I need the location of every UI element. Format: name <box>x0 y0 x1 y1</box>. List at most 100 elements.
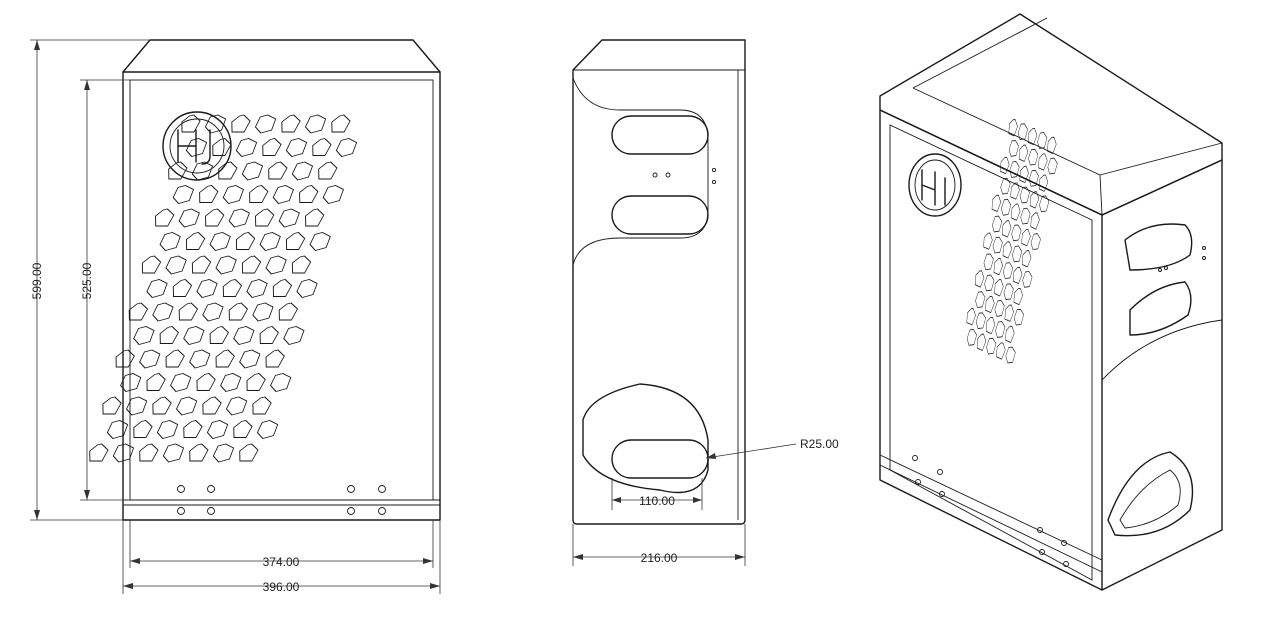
vent-cell <box>265 161 290 180</box>
vent-cell <box>174 396 199 416</box>
iso-front-face <box>879 109 1103 591</box>
dim-label-inner-width: 374.00 <box>263 555 300 569</box>
dimension-outer-width: 396.00 <box>122 520 441 594</box>
vent-cell <box>992 277 1005 297</box>
iso-roof <box>879 13 1223 216</box>
vent-cell <box>206 325 231 345</box>
vent-cell <box>99 396 124 415</box>
vent-cell <box>975 331 988 352</box>
dim-label-radius: R25.00 <box>800 437 839 451</box>
vent-cell <box>224 396 249 416</box>
vent-cell <box>200 302 225 322</box>
front-top-chamfer <box>122 39 441 73</box>
vent-cell <box>992 256 1005 276</box>
vent-cell <box>186 443 211 462</box>
vent-cell <box>982 272 996 294</box>
vent-cell <box>152 208 176 227</box>
vent-cell <box>163 255 188 275</box>
vent-cell <box>999 197 1013 218</box>
vent-cell <box>263 255 288 275</box>
vent-cell <box>1012 285 1025 306</box>
iso-logo-icon <box>908 153 962 217</box>
side-holes <box>652 167 717 185</box>
dim-label-panel-height: 525.00 <box>80 262 94 299</box>
vent-cell <box>1036 151 1049 172</box>
front-view <box>86 39 441 521</box>
vent-cell <box>1035 130 1049 152</box>
iso-vent-pattern <box>964 117 1059 366</box>
vent-cell <box>974 310 987 332</box>
vent-cell <box>131 325 156 346</box>
vent-cell <box>171 184 196 205</box>
vent-cell <box>181 325 206 346</box>
vent-cell <box>964 306 978 326</box>
vent-cell <box>302 208 326 227</box>
vent-cell <box>240 161 265 181</box>
vent-cell <box>1001 260 1015 282</box>
vent-cell <box>984 314 997 335</box>
vent-cell <box>294 278 319 299</box>
vent-cell <box>176 208 201 228</box>
vent-cell <box>259 137 284 157</box>
vent-cell <box>1008 159 1021 181</box>
dim-label-total-height: 599.00 <box>30 262 44 299</box>
vent-cell <box>169 278 194 298</box>
vent-cell <box>237 349 262 369</box>
vent-cell <box>1000 218 1013 239</box>
front-inner-panel <box>129 79 434 501</box>
vent-cell <box>268 372 293 393</box>
vent-cell <box>1012 307 1025 328</box>
vent-cell <box>230 419 255 439</box>
vent-cell <box>994 340 1007 361</box>
iso-side-face <box>1101 159 1223 591</box>
vent-cell <box>212 349 237 368</box>
vent-cell <box>982 251 995 273</box>
vent-cell <box>1002 281 1015 303</box>
vent-cell <box>157 231 182 252</box>
vent-cell <box>1011 264 1024 285</box>
vent-cell <box>189 255 213 274</box>
vent-cell <box>225 302 250 321</box>
vent-cell <box>275 302 300 321</box>
vent-cell <box>112 349 137 368</box>
vent-cell <box>218 372 243 393</box>
vent-cell <box>219 278 244 298</box>
vent-cell <box>1026 147 1040 168</box>
vent-cell <box>236 443 261 462</box>
vent-cell <box>1020 269 1034 290</box>
vent-cell <box>1001 239 1014 260</box>
dimension-depth: 216.00 <box>572 524 746 566</box>
vent-cell <box>1004 344 1017 366</box>
vent-cell <box>984 336 998 357</box>
vent-cell <box>149 396 174 415</box>
iso-bottom-rail <box>879 454 1103 573</box>
vent-cell <box>289 255 313 274</box>
vent-cell <box>276 208 301 228</box>
dimension-panel-height: 525.00 <box>80 79 130 501</box>
vent-cell <box>137 349 162 369</box>
vent-cell <box>130 419 155 439</box>
vent-cell <box>303 114 328 134</box>
vent-cell <box>321 184 346 205</box>
vent-cell <box>1006 117 1020 137</box>
iso-front-inner <box>889 124 1093 581</box>
vent-cell <box>175 302 200 321</box>
vent-cell <box>1019 205 1032 227</box>
vent-cell <box>202 208 226 227</box>
vent-cell <box>983 293 996 314</box>
vent-cell <box>256 325 281 345</box>
vent-cell <box>209 137 234 157</box>
side-cutout-curve <box>572 77 709 266</box>
vent-cell <box>215 161 240 180</box>
side-cable-entry <box>582 383 709 494</box>
vent-cell <box>284 137 309 158</box>
side-view <box>572 39 746 525</box>
vent-cell <box>255 419 280 440</box>
vent-cell <box>1009 201 1022 222</box>
vent-cell <box>993 298 1006 319</box>
vent-cell <box>283 231 307 251</box>
vent-cell <box>144 278 169 299</box>
vent-cell <box>1019 227 1033 247</box>
vent-cell <box>1027 168 1040 189</box>
vent-cell <box>1046 155 1059 177</box>
